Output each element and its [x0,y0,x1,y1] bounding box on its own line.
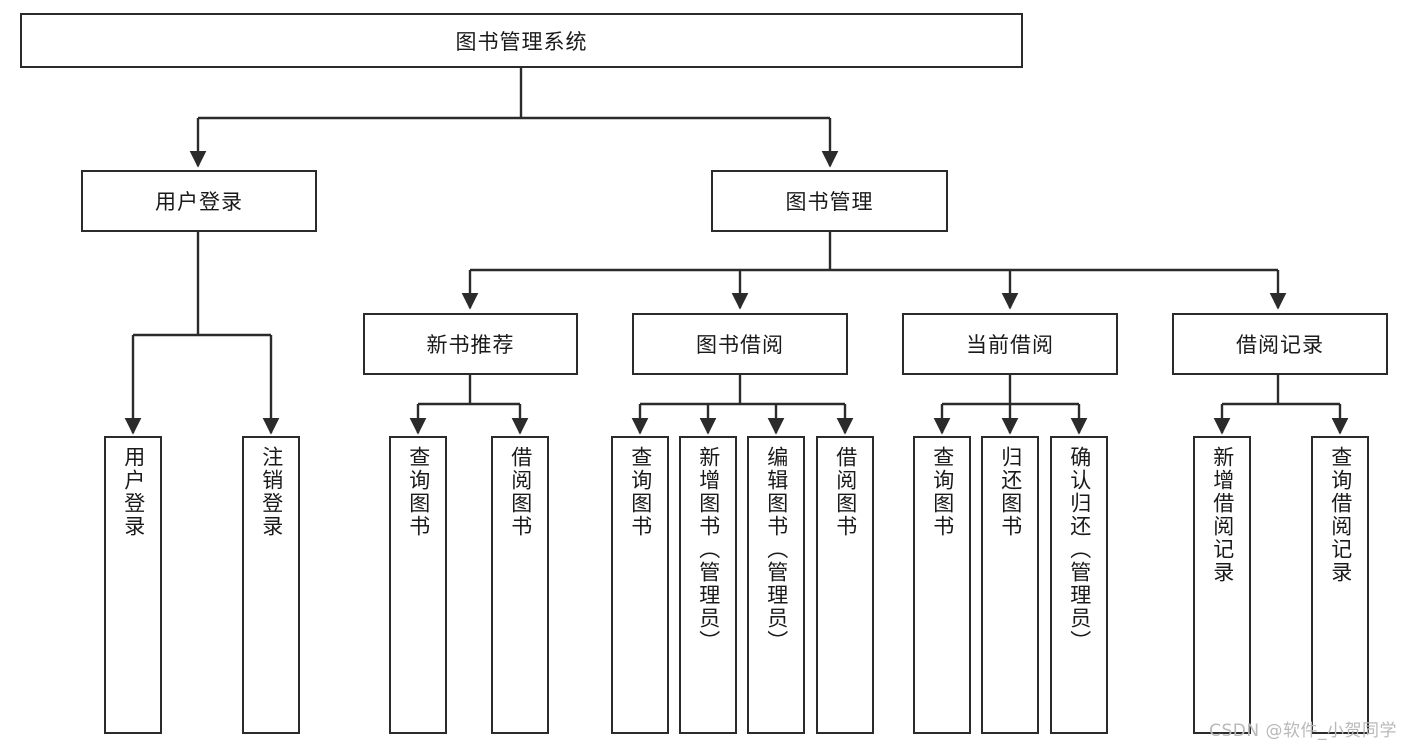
node-user-login-label: 用户登录 [155,190,243,214]
leaf-new-book-1[interactable]: 查询图书 [389,436,447,734]
node-new-book-recommend-label: 新书推荐 [426,333,515,357]
node-book-borrow[interactable]: 图书借阅 [632,313,848,375]
node-book-borrow-label: 图书借阅 [696,333,784,357]
leaf-current-borrow-1[interactable]: 查询图书 [913,436,971,734]
node-new-book-recommend[interactable]: 新书推荐 [363,313,578,375]
leaf-current-borrow-2[interactable]: 归还图书 [981,436,1039,734]
leaf-book-borrow-3[interactable]: 编辑图书（管理员） [747,436,805,734]
leaf-book-borrow-1[interactable]: 查询图书 [611,436,669,734]
leaf-book-borrow-2[interactable]: 新增图书（管理员） [679,436,737,734]
leaf-new-book-2[interactable]: 借阅图书 [491,436,549,734]
leaf-book-borrow-3-label: 编辑图书（管理员） [764,446,789,653]
node-borrow-record-label: 借阅记录 [1236,333,1324,357]
leaf-current-borrow-2-label: 归还图书 [998,446,1023,538]
leaf-new-book-1-label: 查询图书 [406,446,431,538]
node-book-manage[interactable]: 图书管理 [711,170,948,232]
leaf-book-borrow-4[interactable]: 借阅图书 [816,436,874,734]
leaf-user-login-1[interactable]: 用户登录 [104,436,162,734]
leaf-new-book-2-label: 借阅图书 [508,446,533,538]
leaf-borrow-record-1[interactable]: 新增借阅记录 [1193,436,1251,734]
node-book-manage-label: 图书管理 [785,190,874,214]
leaf-borrow-record-2[interactable]: 查询借阅记录 [1311,436,1369,734]
leaf-current-borrow-3[interactable]: 确认归还（管理员） [1050,436,1108,734]
leaf-current-borrow-3-label: 确认归还（管理员） [1067,446,1092,653]
node-current-borrow-label: 当前借阅 [966,333,1054,357]
node-borrow-record[interactable]: 借阅记录 [1172,313,1388,375]
leaf-book-borrow-4-label: 借阅图书 [833,446,858,538]
node-user-login[interactable]: 用户登录 [81,170,317,232]
leaf-user-login-1-label: 用户登录 [121,446,146,538]
node-root-label: 图书管理系统 [455,29,588,54]
node-root[interactable]: 图书管理系统 [20,13,1023,68]
watermark-text: CSDN @软件_小贺同学 [1209,721,1397,741]
leaf-borrow-record-2-label: 查询借阅记录 [1328,446,1353,584]
leaf-user-login-2[interactable]: 注销登录 [242,436,300,734]
node-current-borrow[interactable]: 当前借阅 [902,313,1118,375]
leaf-book-borrow-1-label: 查询图书 [628,446,653,538]
leaf-user-login-2-label: 注销登录 [259,446,284,538]
leaf-borrow-record-1-label: 新增借阅记录 [1210,446,1235,584]
leaf-book-borrow-2-label: 新增图书（管理员） [696,446,721,653]
leaf-current-borrow-1-label: 查询图书 [930,446,955,538]
